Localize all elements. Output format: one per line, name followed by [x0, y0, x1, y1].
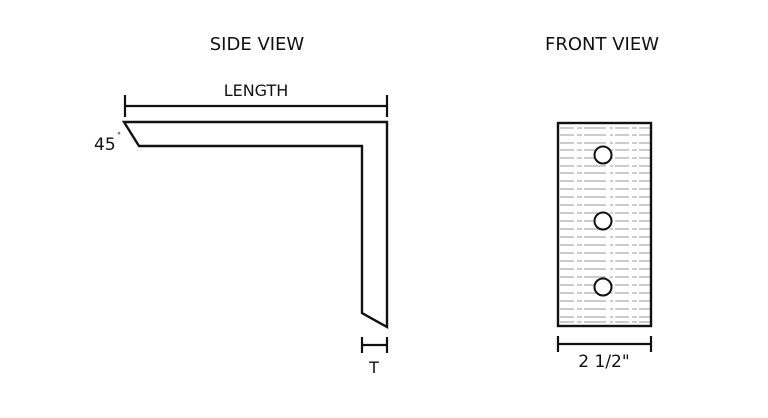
front-view-title: FRONT VIEW	[545, 34, 659, 55]
side-view-profile	[121, 120, 389, 330]
length-label: LENGTH	[224, 81, 289, 100]
mounting-hole-3	[593, 277, 613, 297]
length-dimension	[123, 95, 389, 117]
width-label: 2 1/2"	[578, 352, 629, 372]
width-dimension	[556, 336, 653, 352]
degree-symbol: °	[117, 131, 121, 140]
mounting-hole-1	[593, 145, 613, 165]
thickness-dimension	[360, 337, 389, 353]
angle-label: 45	[94, 135, 116, 155]
front-view-plate	[556, 121, 653, 328]
thickness-label: T	[368, 358, 379, 377]
side-view-title: SIDE VIEW	[210, 34, 305, 55]
mounting-hole-2	[593, 211, 613, 231]
